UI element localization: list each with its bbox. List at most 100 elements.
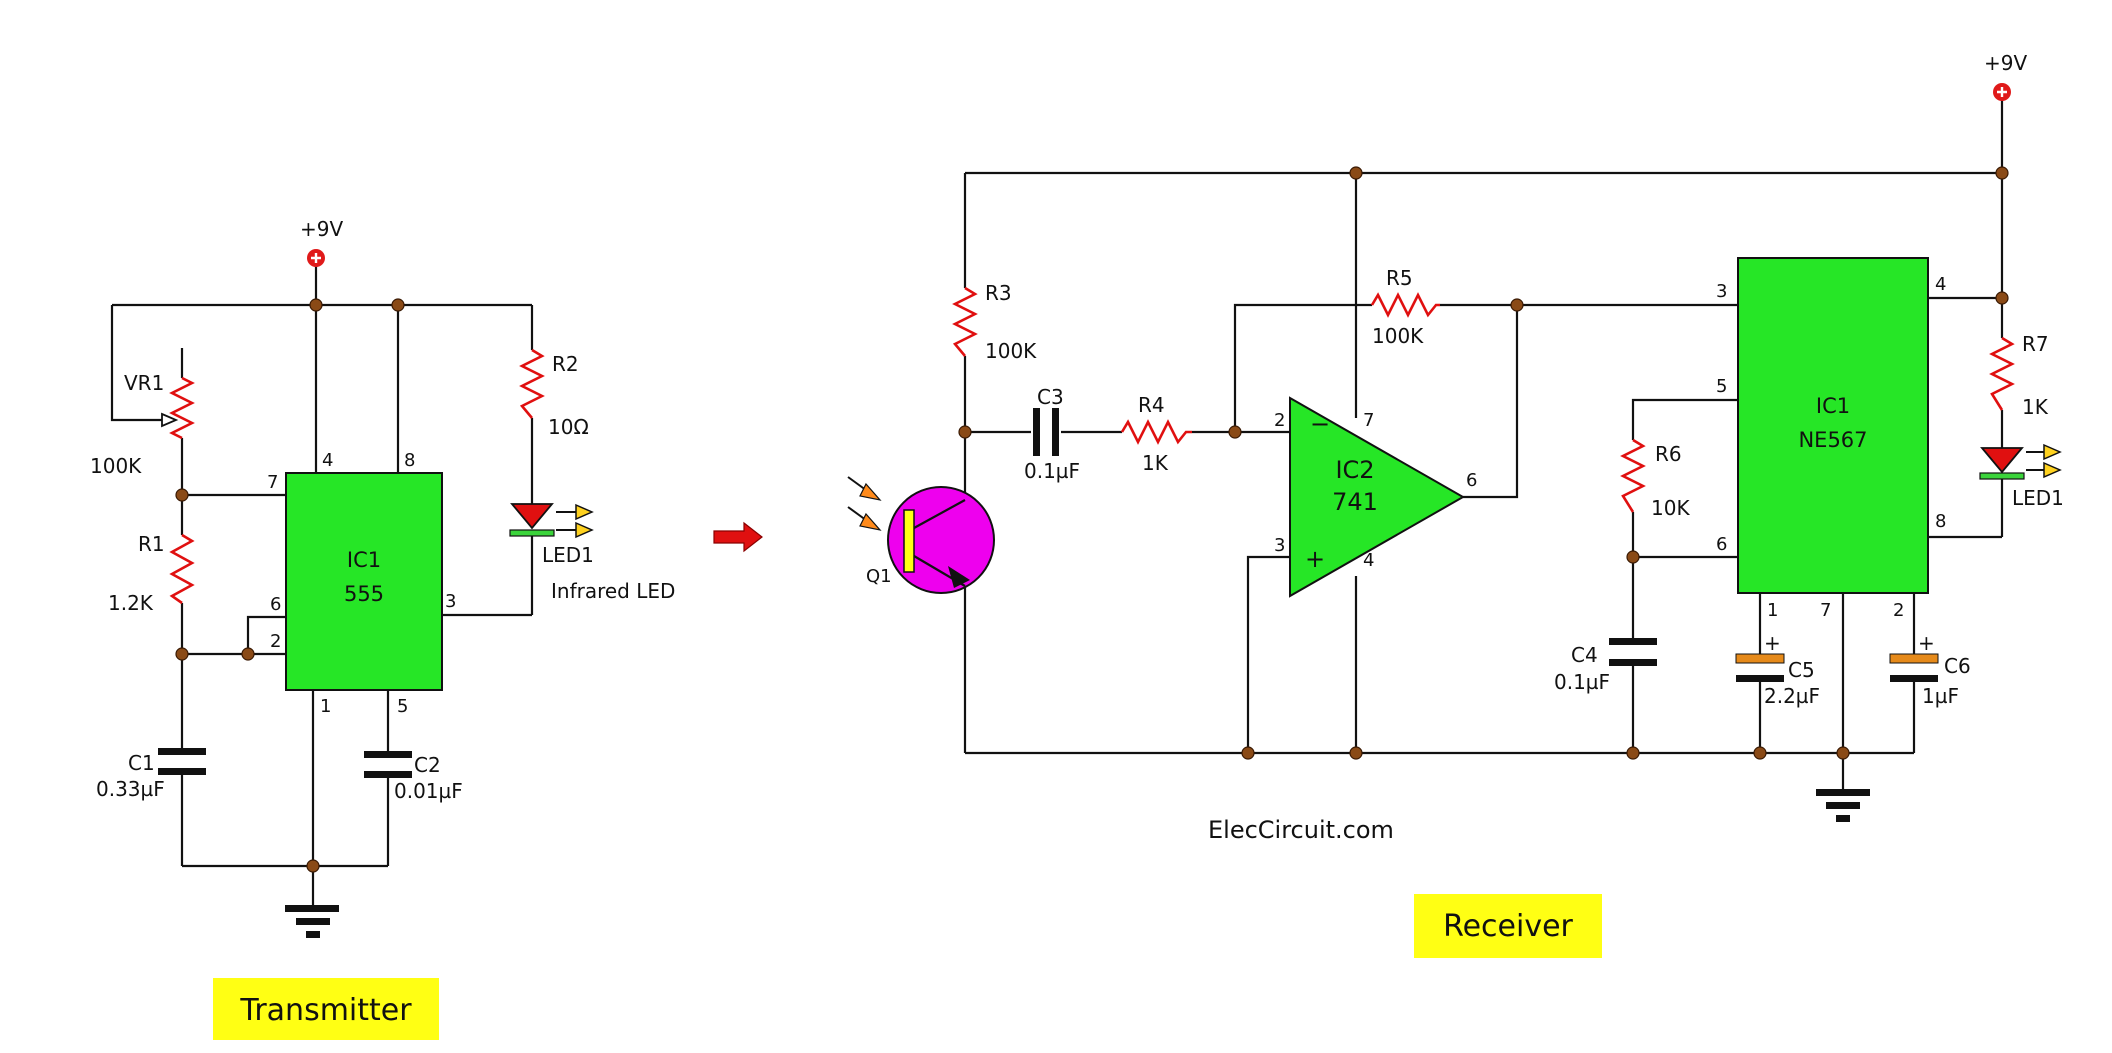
ic2-part: 741 — [1332, 488, 1378, 516]
opamp-pin7: 7 — [1363, 410, 1374, 431]
led1-desc: Infrared LED — [551, 579, 675, 603]
ic-555: IC1 555 7 6 2 4 8 3 1 5 — [267, 450, 456, 717]
transmitter-ground-icon — [285, 905, 339, 938]
r5-resistor: R5 100K — [1370, 266, 1440, 348]
r2-name: R2 — [552, 352, 579, 376]
c2-name: C2 — [414, 753, 441, 777]
opamp-pin3: 3 — [1274, 535, 1285, 556]
q1-name: Q1 — [866, 566, 892, 587]
receiver-supply-label: +9V — [1984, 51, 2027, 75]
r1-resistor: R1 1.2K — [108, 532, 195, 615]
opamp-pin6: 6 — [1466, 470, 1477, 491]
r7-resistor: R7 1K — [1989, 332, 2049, 419]
receiver-circuit: +9V R3 100K C3 0.1µF R4 1K R5 100K — [847, 51, 2064, 958]
c3-name: C3 — [1037, 385, 1064, 409]
ne567-pin1: 1 — [1767, 600, 1778, 621]
ne567-pin2: 2 — [1893, 600, 1904, 621]
vr1-value: 100K — [90, 454, 142, 478]
r3-value: 100K — [985, 339, 1037, 363]
incoming-light-arrows-icon — [847, 476, 882, 531]
signal-arrow-icon — [713, 521, 763, 553]
transmitter-led: LED1 Infrared LED — [509, 503, 675, 603]
c4-name: C4 — [1571, 643, 1598, 667]
ic2-name: IC2 — [1335, 456, 1374, 484]
transmitter-power-terminal: +9V — [300, 217, 343, 267]
transmitter-circuit: +9V VR1 100K R1 1.2K C1 0.33µF C2 0.01µ — [90, 217, 675, 1040]
emission-arrows-icon — [556, 503, 594, 539]
r4-resistor: R4 1K — [1120, 393, 1192, 475]
c1-capacitor: C1 0.33µF — [96, 748, 206, 801]
r4-value: 1K — [1142, 451, 1169, 475]
r6-resistor: R6 10K — [1620, 438, 1690, 520]
wiper-arrow-icon — [161, 412, 179, 428]
receiver-power-terminal: +9V — [1984, 51, 2027, 101]
opamp-pin2: 2 — [1274, 410, 1285, 431]
c3-value: 0.1µF — [1024, 459, 1080, 483]
r6-value: 10K — [1651, 496, 1690, 520]
c1-name: C1 — [128, 751, 155, 775]
r5-value: 100K — [1372, 324, 1424, 348]
r4-name: R4 — [1138, 393, 1165, 417]
c6-plus-sign: + — [1918, 631, 1935, 655]
watermark-text: ElecCircuit.com — [1208, 816, 1394, 844]
c5-plus-sign: + — [1764, 631, 1781, 655]
ne567-part: NE567 — [1798, 428, 1867, 452]
c6-name: C6 — [1944, 654, 1971, 678]
r5-name: R5 — [1386, 266, 1413, 290]
receiver-wires — [963, 96, 2004, 792]
pin3-label: 3 — [445, 591, 456, 612]
ne567-pin6: 6 — [1716, 534, 1727, 555]
led-triangle-icon — [510, 503, 554, 530]
emission-arrows-icon — [2026, 443, 2062, 479]
c3-capacitor: C3 0.1µF — [1024, 385, 1080, 483]
emitter-arrow-icon — [948, 566, 970, 588]
vr1-potentiometer: VR1 100K — [90, 371, 195, 478]
r3-name: R3 — [985, 281, 1012, 305]
led1-name: LED1 — [542, 543, 594, 567]
opamp-plus-sign: + — [1305, 545, 1325, 573]
ic1-ne567: IC1 NE567 3 5 6 4 8 1 7 2 — [1716, 257, 1946, 621]
transmitter-junctions — [175, 298, 405, 873]
r2-value: 10Ω — [548, 415, 589, 439]
ne567-pin7: 7 — [1820, 600, 1831, 621]
c5-value: 2.2µF — [1764, 684, 1820, 708]
ic1-part: 555 — [344, 582, 384, 606]
c1-value: 0.33µF — [96, 777, 165, 801]
opamp-minus-sign: − — [1310, 410, 1330, 438]
r7-value: 1K — [2022, 395, 2049, 419]
c5-name: C5 — [1788, 658, 1815, 682]
pin5-label: 5 — [397, 696, 408, 717]
pin1-label: 1 — [320, 696, 331, 717]
c4-value: 0.1µF — [1554, 670, 1610, 694]
pin6-label: 6 — [270, 594, 281, 615]
receiver-ground-icon — [1816, 789, 1870, 822]
ne567-pin4: 4 — [1935, 274, 1946, 295]
r2-resistor: R2 10Ω — [519, 348, 589, 439]
pin8-label: 8 — [404, 450, 415, 471]
ic1-name: IC1 — [347, 548, 381, 572]
r3-resistor: R3 100K — [952, 281, 1037, 363]
receiver-title: Receiver — [1414, 894, 1602, 958]
r7-name: R7 — [2022, 332, 2049, 356]
c6-capacitor: + C6 1µF — [1889, 631, 1971, 708]
r1-name: R1 — [138, 532, 165, 556]
transmitter-wires — [110, 262, 534, 905]
transmitter-supply-label: +9V — [300, 217, 343, 241]
r1-value: 1.2K — [108, 591, 154, 615]
c2-capacitor: C2 0.01µF — [364, 751, 463, 803]
pin7-label: 7 — [267, 472, 278, 493]
r6-name: R6 — [1655, 442, 1682, 466]
c6-value: 1µF — [1922, 684, 1959, 708]
ne567-name: IC1 — [1816, 394, 1850, 418]
led-triangle-icon — [1980, 447, 2024, 474]
ic2-opamp: − + IC2 741 2 3 7 4 6 — [1274, 396, 1477, 598]
ne567-pin3: 3 — [1716, 281, 1727, 302]
ne567-pin5: 5 — [1716, 376, 1727, 397]
c5-capacitor: + C5 2.2µF — [1735, 631, 1820, 708]
pin4-label: 4 — [322, 450, 333, 471]
vr1-name: VR1 — [124, 371, 164, 395]
transmitter-title: Transmitter — [213, 978, 439, 1040]
receiver-led: LED1 — [1979, 443, 2064, 510]
